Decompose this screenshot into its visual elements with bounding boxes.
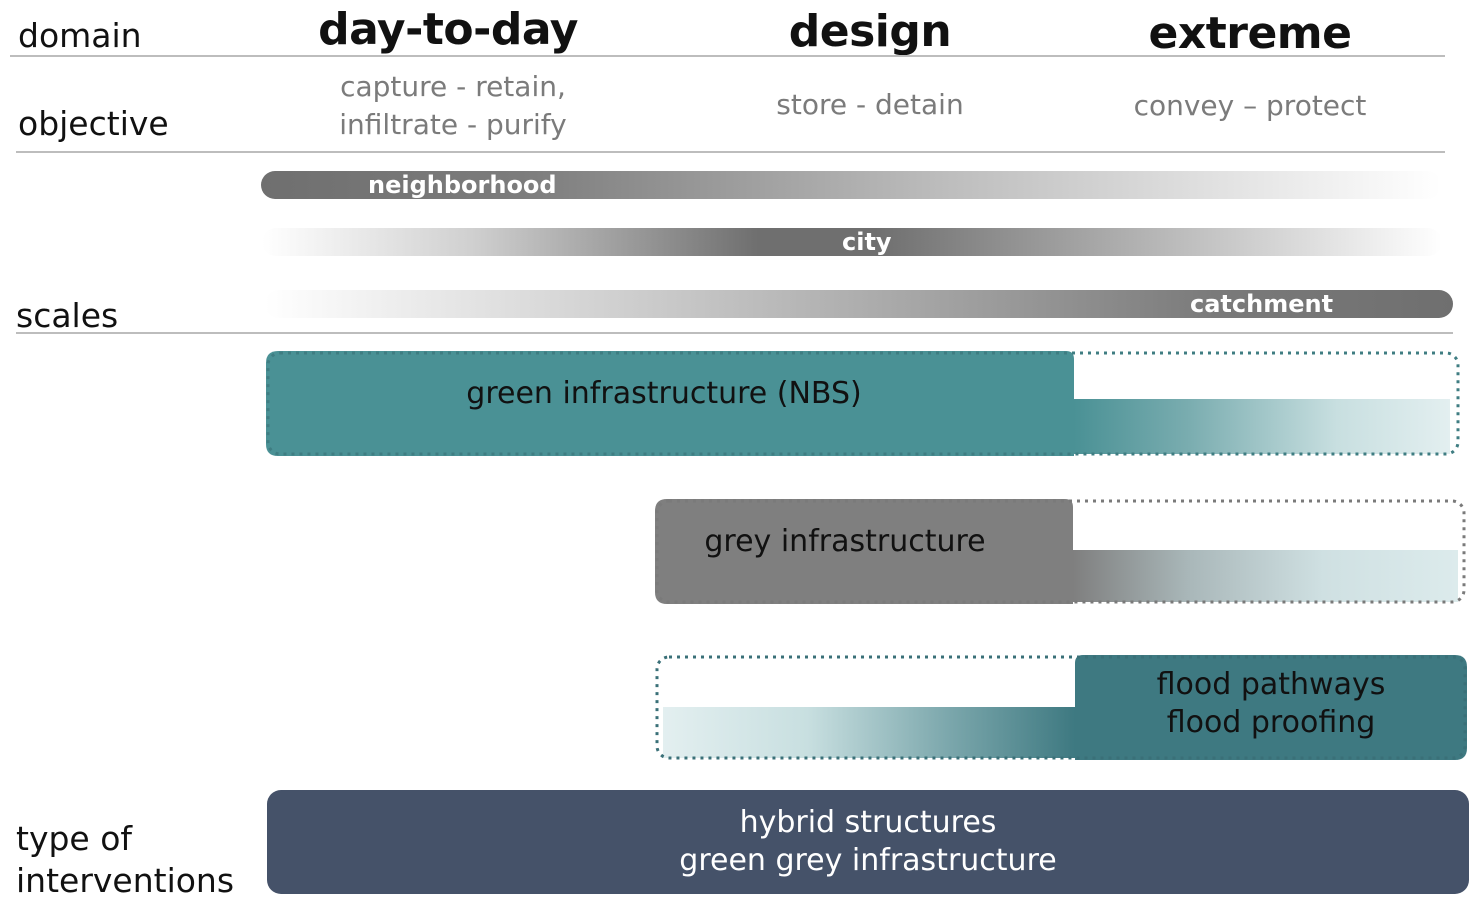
- row-label-scales: scales: [16, 296, 119, 335]
- row-label-objective: objective: [18, 104, 169, 143]
- objective-day-to-day-line-2: infiltrate - purify: [339, 108, 567, 141]
- scale-bar-city: [262, 228, 1442, 256]
- divider-domain: [10, 55, 1445, 57]
- flood-box: flood pathways flood proofing: [655, 655, 1467, 760]
- scale-label-city: city: [842, 228, 892, 256]
- green-infrastructure-label: green infrastructure (NBS): [466, 376, 862, 411]
- grey-infrastructure-box: grey infrastructure: [655, 499, 1466, 604]
- hybrid-structures-box: hybrid structures green grey infrastruct…: [267, 790, 1469, 894]
- flood-label: flood pathways flood proofing: [1075, 666, 1467, 742]
- scale-bar-catchment: [265, 290, 1453, 318]
- scale-label-neighborhood: neighborhood: [368, 171, 557, 199]
- objective-design: store - detain: [776, 88, 964, 121]
- grey-infrastructure-label: grey infrastructure: [704, 524, 986, 559]
- grey-infrastructure-shape: [655, 499, 1466, 604]
- hybrid-label-line-1: hybrid structures: [739, 805, 997, 840]
- row-label-type-of-interventions: type of interventions: [16, 818, 234, 902]
- domain-day-to-day: day-to-day: [318, 4, 578, 55]
- flood-label-line-1: flood pathways: [1156, 667, 1386, 702]
- scale-label-catchment: catchment: [1190, 290, 1334, 318]
- scale-bar-neighborhood: [261, 171, 1441, 199]
- objective-day-to-day: capture - retain, infiltrate - purify: [303, 68, 603, 144]
- row-label-line-2: interventions: [16, 861, 235, 900]
- domain-design: design: [788, 6, 952, 57]
- row-label-domain: domain: [18, 16, 142, 55]
- hybrid-structures-label: hybrid structures green grey infrastruct…: [267, 804, 1469, 880]
- divider-scales: [16, 332, 1453, 334]
- green-infrastructure-shape: [266, 351, 1460, 456]
- flood-label-line-2: flood proofing: [1166, 705, 1376, 740]
- flood-shape: [655, 655, 1467, 760]
- domain-extreme: extreme: [1148, 8, 1353, 59]
- green-infrastructure-box: green infrastructure (NBS): [266, 351, 1460, 456]
- row-label-line-1: type of: [16, 819, 133, 858]
- hybrid-label-line-2: green grey infrastructure: [679, 843, 1057, 878]
- divider-objective: [16, 151, 1445, 153]
- objective-day-to-day-line-1: capture - retain,: [340, 70, 566, 103]
- objective-extreme: convey – protect: [1133, 89, 1367, 122]
